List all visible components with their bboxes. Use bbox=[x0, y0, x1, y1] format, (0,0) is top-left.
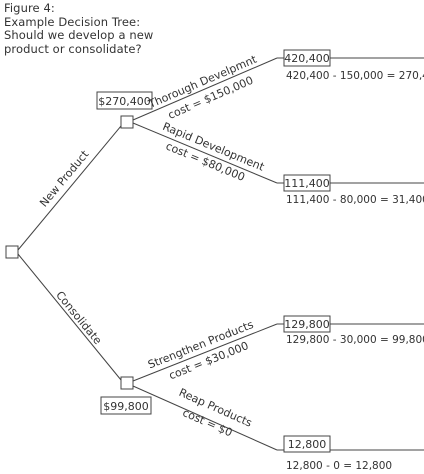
edge-rapid-development bbox=[132, 122, 278, 184]
reap-payoff-box bbox=[283, 435, 331, 453]
thorough-calculation: 420,400 - 150,000 = 270,400 bbox=[286, 70, 424, 82]
thorough-payoff-box bbox=[283, 49, 331, 67]
root-decision-node bbox=[5, 245, 19, 259]
reap-payoff: 12,800 bbox=[288, 438, 327, 451]
consolidate-decision-node bbox=[120, 376, 134, 390]
edge-reap-products bbox=[132, 385, 278, 451]
new-product-decision-node bbox=[120, 115, 134, 129]
new-product-value-box bbox=[96, 91, 153, 110]
caption-question-line1: Should we develop a new bbox=[4, 28, 154, 42]
edge-thorough-development bbox=[132, 57, 278, 121]
consolidate-value: $99,800 bbox=[103, 400, 149, 413]
edge-strengthen-products bbox=[132, 323, 278, 382]
caption-title: Example Decision Tree: bbox=[4, 14, 141, 29]
thorough-payoff: 420,400 bbox=[284, 52, 330, 65]
consolidate-value-box bbox=[100, 396, 152, 415]
edge-consolidate bbox=[17, 253, 122, 381]
rapid-payoff-box bbox=[283, 174, 331, 192]
reap-calculation: 12,800 - 0 = 12,800 bbox=[286, 460, 392, 472]
caption-question-line2: product or consolidate? bbox=[4, 41, 142, 56]
edge-new-product bbox=[17, 125, 122, 251]
caption-figure-number: Figure 4: bbox=[4, 1, 55, 15]
rapid-calculation: 111,400 - 80,000 = 31,400 bbox=[286, 194, 424, 206]
figure-caption: Figure 4: Example Decision Tree: Should … bbox=[4, 1, 154, 56]
new-product-value: $270,400 bbox=[98, 95, 151, 108]
rapid-payoff: 111,400 bbox=[284, 177, 330, 190]
branch-label-consolidate: Consolidate bbox=[53, 289, 104, 348]
branch-label-new-product: New Product bbox=[37, 147, 92, 209]
strengthen-payoff: 129,800 bbox=[284, 318, 330, 331]
strengthen-payoff-box bbox=[283, 315, 331, 333]
strengthen-calculation: 129,800 - 30,000 = 99,800 bbox=[286, 334, 424, 346]
